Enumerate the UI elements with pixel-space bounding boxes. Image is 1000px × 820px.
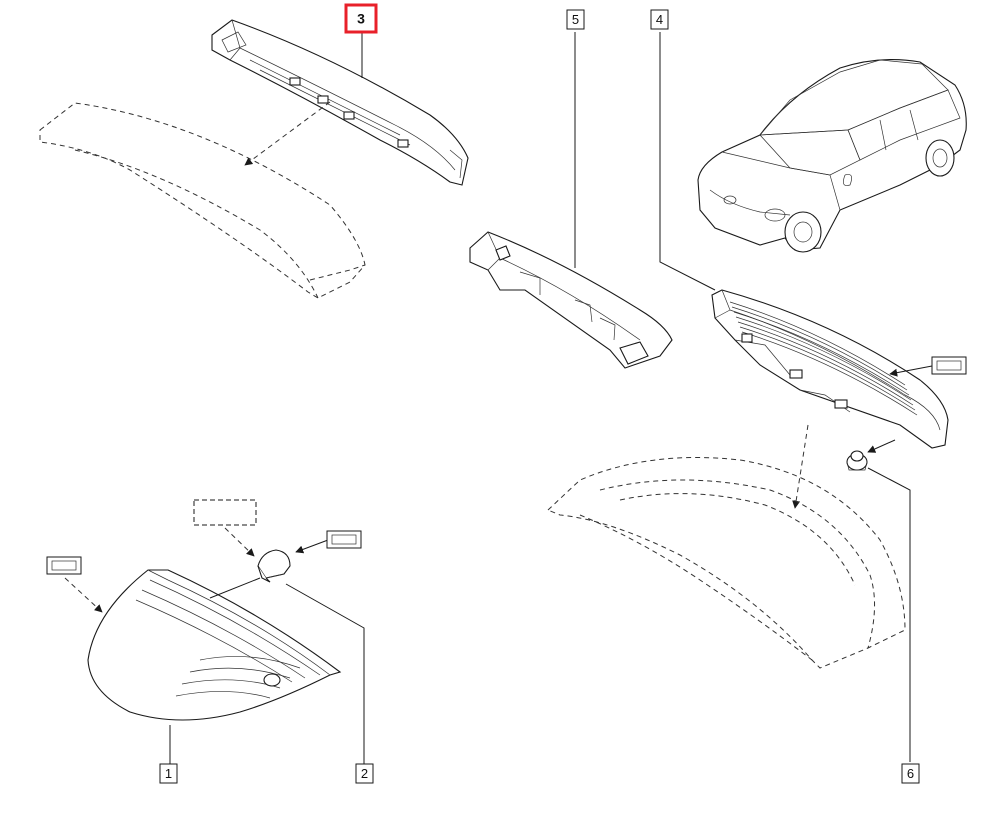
lens-grille <box>729 301 918 416</box>
tail-lamp-lens-part <box>87 569 342 721</box>
callout-1[interactable]: 1 <box>159 763 178 784</box>
upper-trim-strip-part <box>211 19 469 186</box>
assembly-arrow-part-3 <box>244 101 331 166</box>
upper-spoiler-outline <box>39 102 366 299</box>
arrow-ref-dashed-box <box>224 527 255 557</box>
leader-part-2 <box>285 583 365 764</box>
arrow-ref-part-6 <box>867 439 896 453</box>
car-illustration <box>697 59 967 253</box>
callout-2[interactable]: 2 <box>355 763 374 784</box>
callout-3[interactable]: 3 <box>344 3 378 34</box>
callout-6-label: 6 <box>907 766 914 781</box>
third-brake-light-part <box>711 289 949 449</box>
arrow-ref-part-4 <box>889 365 933 377</box>
callout-6[interactable]: 6 <box>901 763 920 784</box>
reference-box-part-2 <box>326 530 362 549</box>
callout-2-label: 2 <box>361 766 368 781</box>
leader-part-2-top <box>209 577 261 599</box>
grommet-part <box>846 450 868 471</box>
arrow-ref-part-2 <box>295 539 329 554</box>
callout-5[interactable]: 5 <box>566 9 585 30</box>
reference-box-dashed <box>193 499 257 526</box>
assembly-arrow-part-4 <box>792 424 809 509</box>
arrow-ref-part-1 <box>64 577 103 613</box>
reference-box-part-4 <box>931 356 967 375</box>
callout-4-label: 4 <box>656 12 663 27</box>
callout-4[interactable]: 4 <box>650 9 669 30</box>
callout-3-label: 3 <box>357 11 365 27</box>
lower-spoiler-outline <box>547 457 906 669</box>
reference-box-part-1 <box>46 556 82 575</box>
callout-5-label: 5 <box>572 12 579 27</box>
bulb-part <box>257 549 291 583</box>
lamp-bracket-part <box>469 231 673 369</box>
callout-1-label: 1 <box>165 766 172 781</box>
leader-part-4 <box>659 32 716 291</box>
leader-part-6 <box>867 467 911 762</box>
